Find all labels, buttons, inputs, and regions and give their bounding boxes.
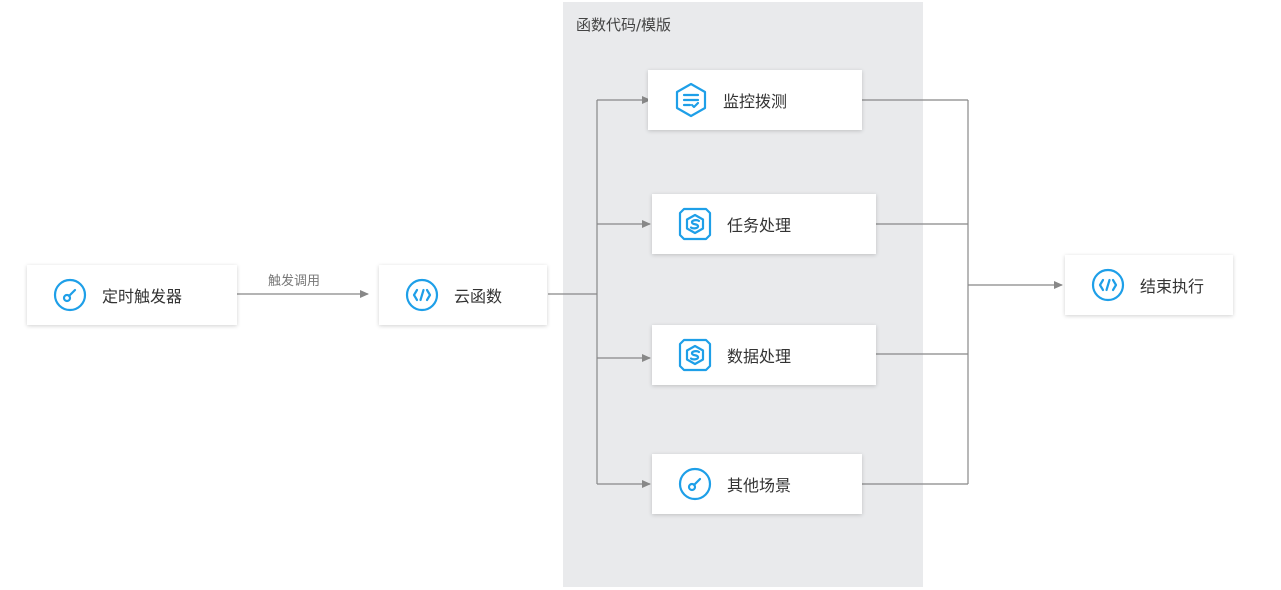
node-task-processing[interactable]: 任务处理: [652, 194, 876, 254]
node-label: 云函数: [454, 287, 503, 306]
edge-label-trigger: 触发调用: [268, 274, 321, 289]
node-end-execution[interactable]: 结束执行: [1065, 255, 1233, 315]
node-cloud-function[interactable]: 云函数: [379, 265, 547, 325]
node-other-scenarios[interactable]: 其他场景: [652, 454, 862, 514]
node-data-processing[interactable]: 数据处理: [652, 325, 876, 385]
gauge-icon: [52, 277, 88, 313]
node-monitor-probe[interactable]: 监控拨测: [648, 70, 862, 130]
node-label: 结束执行: [1140, 277, 1205, 296]
node-label: 数据处理: [727, 347, 792, 366]
process-icon: [677, 206, 713, 242]
list-check-icon: [673, 82, 709, 118]
gauge-icon: [677, 466, 713, 502]
node-timer-trigger[interactable]: 定时触发器: [27, 265, 237, 325]
node-label: 任务处理: [727, 216, 792, 235]
node-label: 监控拨测: [723, 92, 788, 111]
group-title: 函数代码/模版: [576, 16, 672, 34]
process-icon: [677, 337, 713, 373]
code-hexagon-icon: [404, 277, 440, 313]
node-label: 其他场景: [727, 476, 792, 495]
code-hexagon-icon: [1090, 267, 1126, 303]
node-label: 定时触发器: [102, 287, 183, 306]
